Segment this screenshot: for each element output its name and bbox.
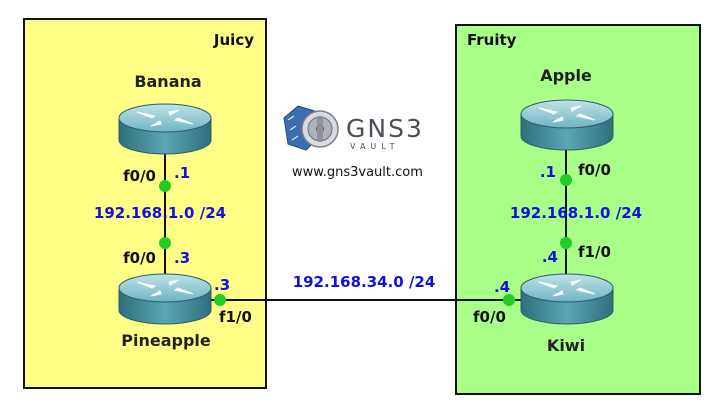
gns3-vault-logo: GNS3 VAULT www.gns3vault.com [283, 105, 424, 180]
gns3-logo-icon [283, 105, 339, 151]
zone-title-juicy: Juicy [213, 31, 254, 49]
zone-title-fruity: Fruity [467, 31, 517, 49]
host-label: .4 [494, 278, 510, 296]
host-label: .3 [214, 276, 230, 294]
host-label: .4 [542, 248, 558, 266]
link-dot [560, 237, 572, 249]
host-label: .1 [174, 164, 190, 182]
zone-fruity [455, 24, 701, 395]
interface-label: f0/0 [473, 308, 506, 326]
link-dot [214, 294, 226, 306]
router-kiwi-icon[interactable] [520, 273, 614, 325]
zone-juicy [23, 18, 267, 389]
link-dot [159, 237, 171, 249]
link-dot [159, 180, 171, 192]
interface-label: f0/0 [578, 161, 611, 179]
link-dot [560, 174, 572, 186]
host-label: .1 [540, 163, 556, 181]
host-label: .3 [174, 249, 190, 267]
interface-label: f1/0 [219, 308, 252, 326]
router-name-pineapple: Pineapple [121, 331, 211, 350]
router-name-kiwi: Kiwi [547, 336, 585, 355]
network-label: 192.168.34.0 /24 [293, 273, 436, 291]
logo-url: www.gns3vault.com [292, 165, 423, 180]
router-name-banana: Banana [134, 72, 201, 91]
interface-label: f0/0 [123, 249, 156, 267]
router-apple-icon[interactable] [520, 99, 614, 151]
link-dot [503, 294, 515, 306]
network-label: 192.168.1.0 /24 [94, 204, 226, 222]
interface-label: f1/0 [578, 243, 611, 261]
router-banana-icon[interactable] [118, 103, 212, 155]
interface-label: f0/0 [123, 167, 156, 185]
logo-sub: VAULT [350, 142, 400, 151]
logo-name: GNS3 [346, 114, 424, 143]
router-name-apple: Apple [540, 66, 592, 85]
router-pineapple-icon[interactable] [118, 273, 212, 325]
network-label: 192.168.1.0 /24 [510, 204, 642, 222]
